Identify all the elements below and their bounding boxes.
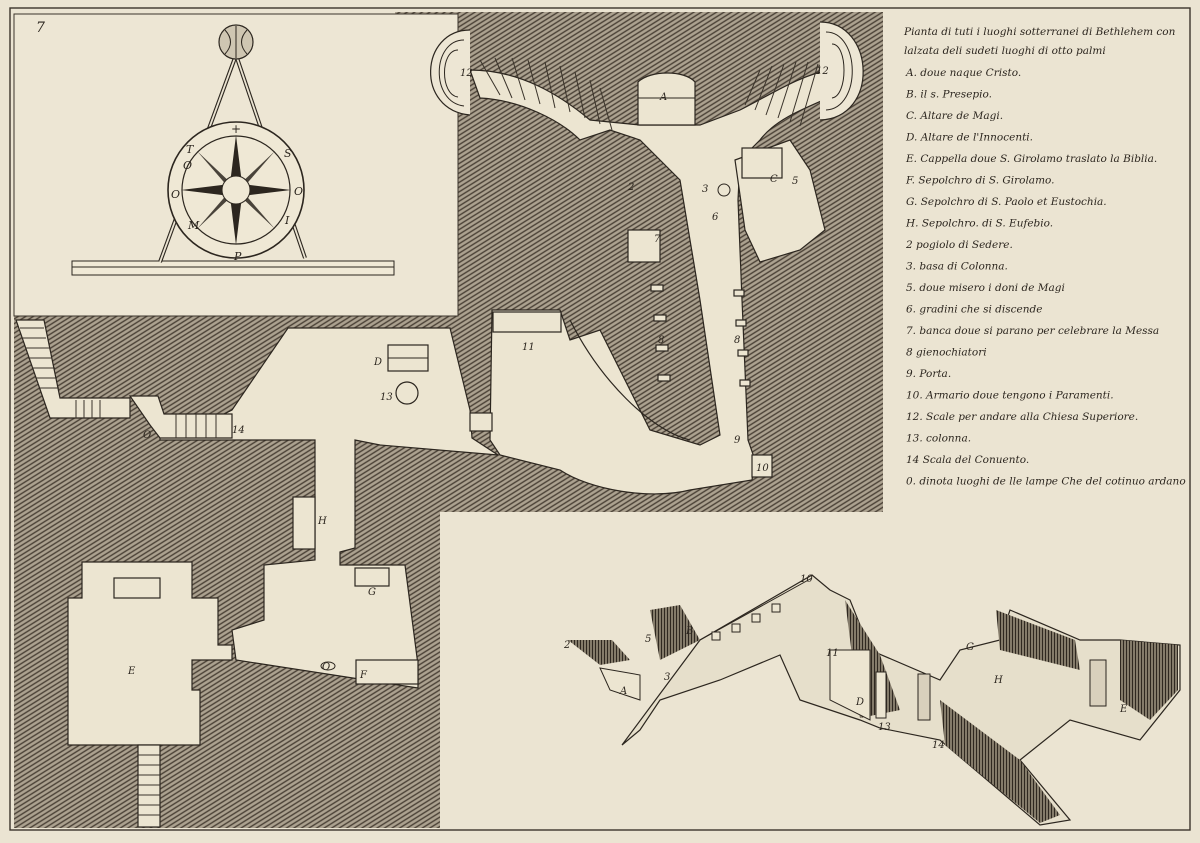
- label: 3: [702, 184, 708, 195]
- label: 3: [664, 672, 670, 683]
- label: A: [619, 686, 627, 697]
- plate-border: [9, 7, 1191, 831]
- legend-item: 6. gradini che si discende: [906, 304, 1042, 316]
- label: 7: [654, 234, 661, 245]
- legend-item: B. il s. Presepio.: [905, 89, 992, 101]
- legend-item: E. Cappella doue S. Girolamo traslato la…: [905, 153, 1157, 165]
- label: G: [368, 587, 376, 598]
- legend-item: 9. Porta.: [906, 368, 951, 380]
- label: 12: [460, 68, 473, 79]
- label: I: [284, 214, 290, 227]
- label: 8: [734, 335, 740, 346]
- legend-item: 3. basa di Colonna.: [906, 261, 1008, 273]
- label: D: [373, 357, 382, 368]
- label: 14: [232, 425, 245, 436]
- legend-item: 12. Scale per andare alla Chiesa Superio…: [906, 411, 1138, 423]
- legend-item: C. Altare de Magi.: [906, 110, 1003, 122]
- label: D: [855, 697, 864, 708]
- label: 5: [792, 176, 798, 187]
- legend-item: A. doue naque Cristo.: [905, 67, 1021, 79]
- label: T: [186, 143, 195, 156]
- legend-item: 5. doue misero i doni de Magi: [906, 282, 1065, 294]
- compass-instrument: +: [71, 24, 395, 276]
- label: F: [359, 670, 368, 681]
- compass-letters: T O S P M I O O: [171, 143, 303, 263]
- label: 14: [932, 740, 945, 751]
- label: 6: [712, 212, 719, 223]
- legend-item: 7. banca doue si parano per celebrare la…: [906, 325, 1159, 337]
- label: E: [127, 666, 136, 677]
- legend-title-line2: lalzata deli sudeti luoghi di otto palmi: [904, 45, 1106, 57]
- elevation-labels: 2 A 5 B 3 10 11 D 13 14 G H E: [563, 574, 1128, 751]
- legend-item: H. Sepolchro. di S. Eufebio.: [905, 218, 1053, 230]
- plan-labels: 7 A C D E F G H 12 12 2 3 6 7 8 8 9 10 1…: [36, 20, 829, 681]
- label: O: [171, 188, 180, 201]
- label: 12: [816, 66, 829, 77]
- label: B: [685, 626, 693, 637]
- label: 11: [522, 342, 535, 353]
- legend-item: 10. Armario doue tengono i Paramenti.: [906, 390, 1114, 402]
- label: M: [187, 219, 200, 232]
- label: P: [233, 250, 242, 263]
- label: C: [770, 174, 778, 185]
- label: 8: [658, 335, 664, 346]
- legend-item: 2 pogiolo di Sedere.: [905, 239, 1013, 251]
- label: A: [659, 92, 667, 103]
- label: 9: [734, 435, 741, 446]
- label: 2: [627, 182, 634, 193]
- label: O: [322, 662, 330, 673]
- label: 10: [756, 463, 769, 474]
- label: 13: [878, 722, 891, 733]
- label: 5: [645, 634, 651, 645]
- label: +: [231, 122, 241, 136]
- legend-item: 8 gienochiatori: [906, 347, 987, 359]
- label: 13: [380, 392, 393, 403]
- plate-number: 7: [36, 20, 45, 36]
- legend-item: 14 Scala del Conuento.: [906, 454, 1029, 466]
- label: 10: [800, 574, 813, 585]
- legend-item: 0. dinota luoghi de lle lampe Che del co…: [906, 476, 1186, 488]
- legend-title-line1: Pianta di tuti i luoghi sotterranei di B…: [903, 26, 1176, 38]
- legend-item: D. Altare de l'Innocenti.: [905, 132, 1033, 144]
- label: E: [1119, 704, 1128, 715]
- label: 11: [826, 648, 839, 659]
- grotto-of-nativity: [430, 21, 864, 495]
- label: H: [993, 675, 1003, 686]
- label: O: [183, 159, 192, 172]
- legend-item: F. Sepolchro di S. Girolamo.: [905, 175, 1055, 187]
- label: G: [966, 642, 974, 653]
- label: H: [317, 516, 327, 527]
- label: O: [294, 185, 303, 198]
- legend-item: G. Sepolchro di S. Paolo et Eustochia.: [906, 196, 1107, 208]
- legend-item: 13. colonna.: [906, 433, 971, 445]
- label: 2: [563, 640, 570, 651]
- label: O: [143, 430, 151, 441]
- cross-section-elevation: [568, 574, 1181, 826]
- lower-chapels: [15, 315, 499, 828]
- label: S: [284, 147, 292, 160]
- legend: Pianta di tuti i luoghi sotterranei di B…: [903, 26, 1186, 488]
